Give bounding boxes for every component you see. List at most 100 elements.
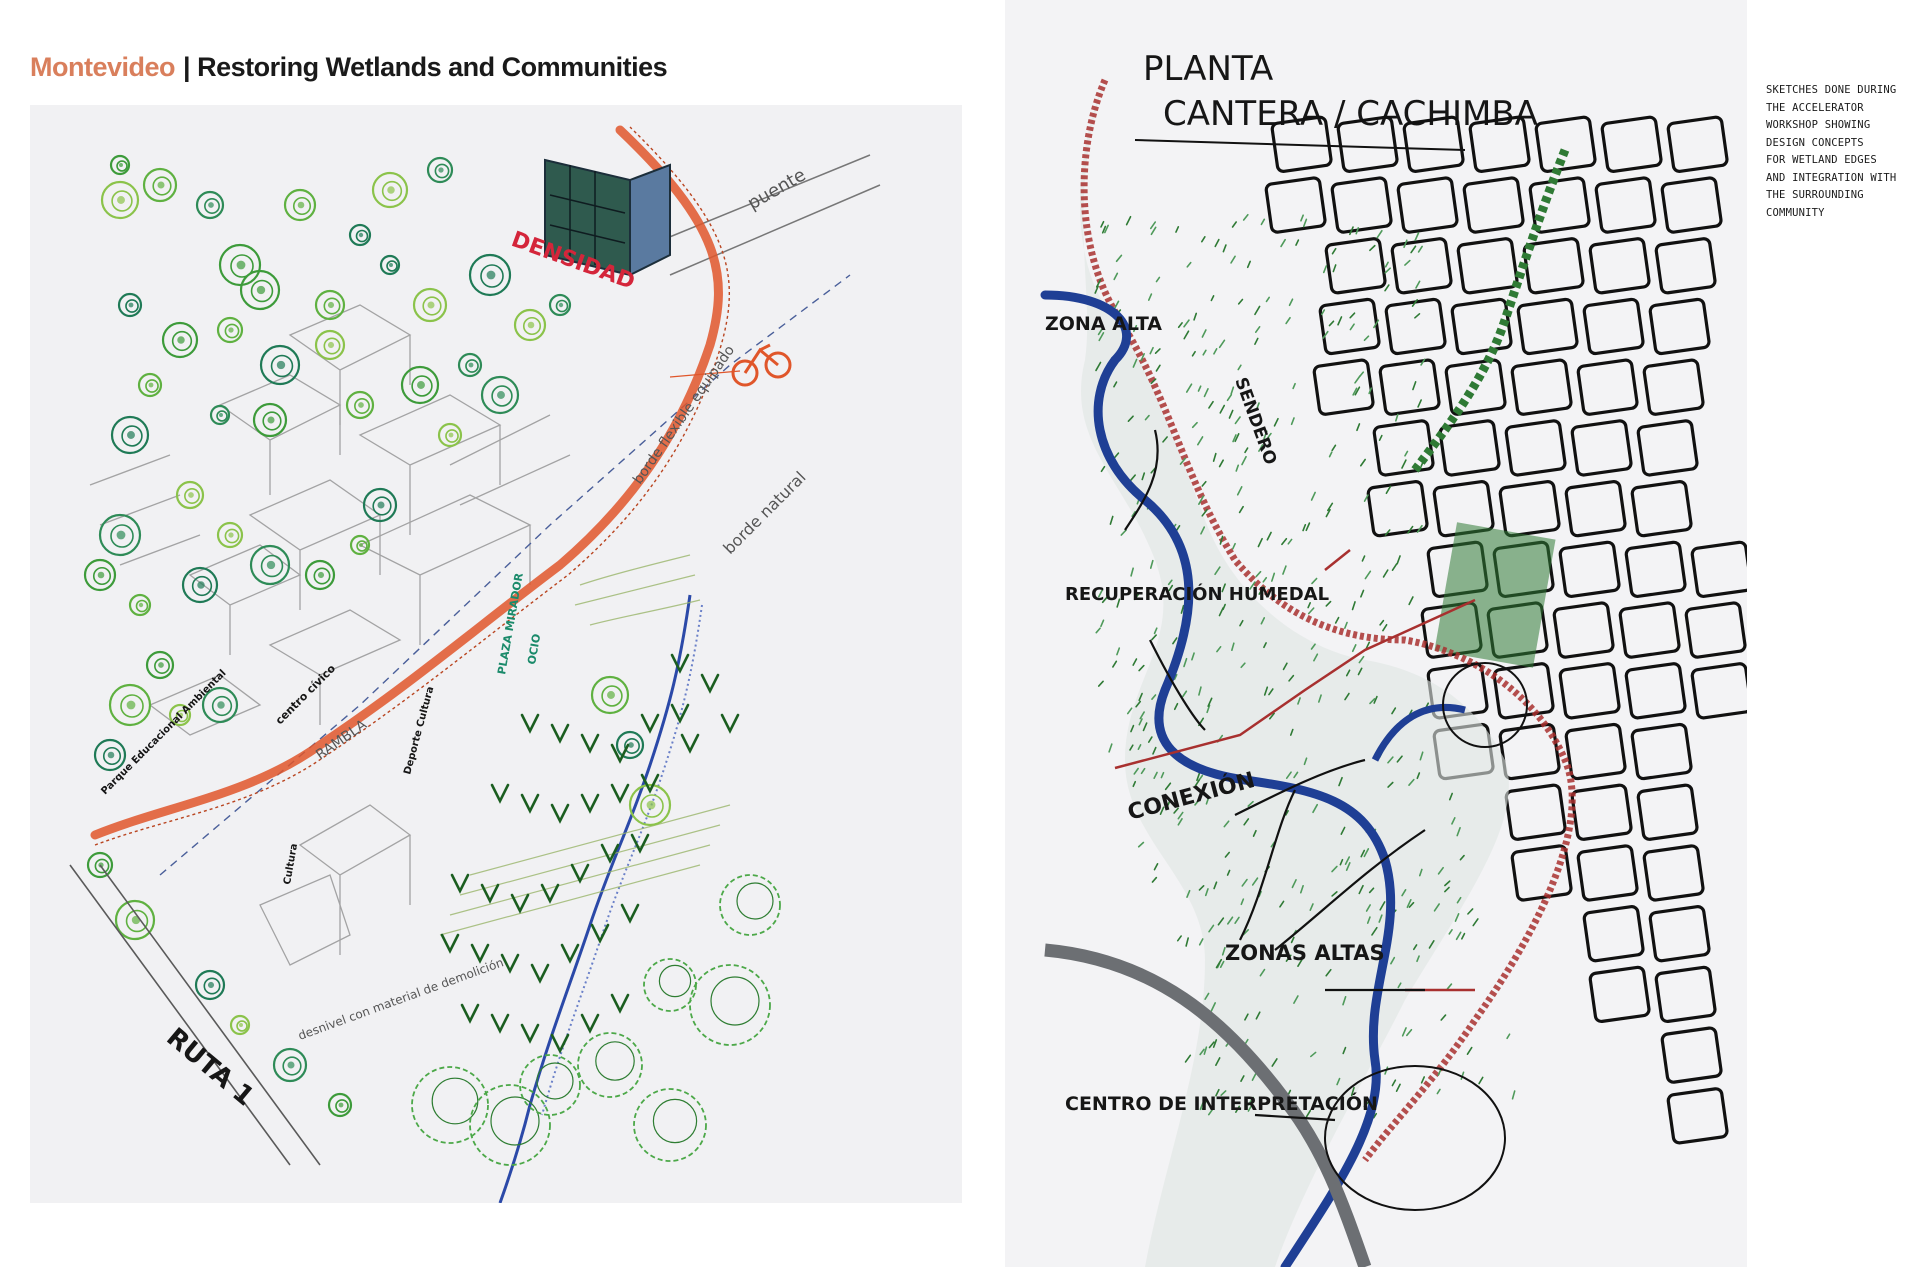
speckle-mark <box>1363 848 1370 858</box>
tree-mark-core <box>239 1023 243 1027</box>
tree-mark-inner <box>216 410 228 422</box>
speckle-mark <box>1125 215 1132 226</box>
tree-mark-core <box>178 712 184 718</box>
speckle-mark <box>1137 744 1142 750</box>
shrub-mark <box>560 943 580 964</box>
speckle-mark <box>1372 1112 1378 1119</box>
speckle-mark <box>1358 655 1365 664</box>
speckle-mark <box>1220 1090 1227 1097</box>
speckle-mark <box>1456 827 1461 837</box>
city-block <box>1372 419 1435 477</box>
speckle-mark <box>1444 880 1451 887</box>
bush-mark <box>643 958 697 1012</box>
label-centro: CENTRO DE INTERPRETACIÓN <box>1065 1091 1378 1115</box>
speckle-mark <box>1363 1101 1370 1108</box>
tree-mark <box>615 730 645 760</box>
focus-circle-1 <box>1442 662 1528 748</box>
tree-mark <box>468 253 512 297</box>
speckle-mark <box>1420 1076 1426 1084</box>
speckle-mark <box>1237 298 1244 305</box>
city-block <box>1390 237 1453 295</box>
tree-mark-inner <box>335 1099 349 1113</box>
green-park-hatch <box>1434 522 1556 668</box>
speckle-mark <box>1359 458 1366 467</box>
tree-mark-inner <box>125 299 139 313</box>
speckle-mark <box>1291 879 1297 889</box>
speckle-mark <box>1379 619 1385 626</box>
speckle-mark <box>1419 751 1424 761</box>
speckle-mark <box>1428 940 1435 949</box>
speckle-mark <box>1138 664 1145 672</box>
label-ruta: RUTA 1 <box>161 1022 260 1112</box>
tree-mark-inner <box>282 1056 302 1076</box>
speckle-mark <box>1202 349 1207 356</box>
speckle-mark <box>1198 686 1202 696</box>
density-building <box>544 158 671 277</box>
speckle-mark <box>1268 712 1275 720</box>
speckle-mark <box>1366 916 1371 924</box>
speckle-mark <box>1378 914 1383 923</box>
speckle-mark <box>1403 239 1408 249</box>
city-block <box>1576 844 1639 902</box>
tree-mark <box>109 154 131 176</box>
tree-mark-inner <box>381 180 403 202</box>
caption-line: THE ACCELERATOR <box>1766 101 1864 114</box>
shrub-mark <box>580 1013 600 1034</box>
tree-mark <box>98 513 142 557</box>
shrub-mark <box>460 1003 480 1024</box>
speckle-mark <box>1113 381 1118 388</box>
bicycle-icon <box>669 343 792 387</box>
speckle-mark <box>1191 652 1195 661</box>
tree-mark-core <box>486 270 496 280</box>
speckle-mark <box>1411 299 1418 307</box>
speckle-mark <box>1289 728 1294 736</box>
speckle-mark <box>1344 692 1350 701</box>
shrub-mark <box>640 713 660 734</box>
speckle-mark <box>1384 284 1390 292</box>
speckle-mark <box>1363 494 1369 502</box>
tree-mark-inner <box>260 554 284 578</box>
tree-mark-core <box>267 416 275 424</box>
speckle-mark <box>1207 697 1213 707</box>
speckle-mark <box>1230 386 1235 395</box>
label-borde-flexible: borde flexible equipado <box>630 343 738 488</box>
speckle-mark <box>1350 1086 1355 1097</box>
city-block <box>1642 358 1705 416</box>
tree-mark-core <box>98 862 104 868</box>
bridge-lines <box>649 154 881 276</box>
tree-mark-core <box>177 336 185 344</box>
speckle-mark <box>1302 523 1307 532</box>
speckle-mark <box>1219 535 1224 545</box>
speckle-mark <box>1258 586 1265 595</box>
speckle-mark <box>1113 300 1120 311</box>
speckle-mark <box>1395 1083 1401 1092</box>
speckle-mark <box>1168 584 1174 592</box>
tree-mark-inner <box>354 398 370 414</box>
rambla-path <box>90 125 723 840</box>
speckle-mark <box>1472 918 1479 927</box>
speckle-mark <box>1132 358 1138 368</box>
tree-mark-inner <box>204 198 220 214</box>
speckle-mark <box>1364 570 1372 580</box>
speckle-mark <box>1358 371 1365 378</box>
speckle-mark <box>1147 736 1153 743</box>
speckle-mark <box>1219 960 1225 969</box>
speckle-mark <box>1365 904 1371 912</box>
city-block <box>1636 419 1699 477</box>
tree-mark-inner <box>211 695 233 717</box>
tree-mark-inner <box>555 299 569 313</box>
speckle-mark <box>1185 937 1189 947</box>
speckle-mark <box>1199 1101 1204 1111</box>
speckle-mark <box>1338 776 1343 787</box>
speckle-mark <box>1133 767 1139 775</box>
tree-mark <box>110 415 150 455</box>
tree-mark <box>426 156 454 184</box>
tree-mark-inner <box>491 385 513 407</box>
city-block <box>1690 540 1747 599</box>
left-sketch: DENSIDAD puente borde flexible equipado … <box>30 105 962 1203</box>
speckle-mark <box>1355 227 1360 235</box>
shrub-mark <box>550 803 570 824</box>
label-centro-civico: centro cívico <box>273 662 339 728</box>
speckle-mark <box>1139 711 1145 720</box>
shrub-mark <box>610 993 630 1014</box>
